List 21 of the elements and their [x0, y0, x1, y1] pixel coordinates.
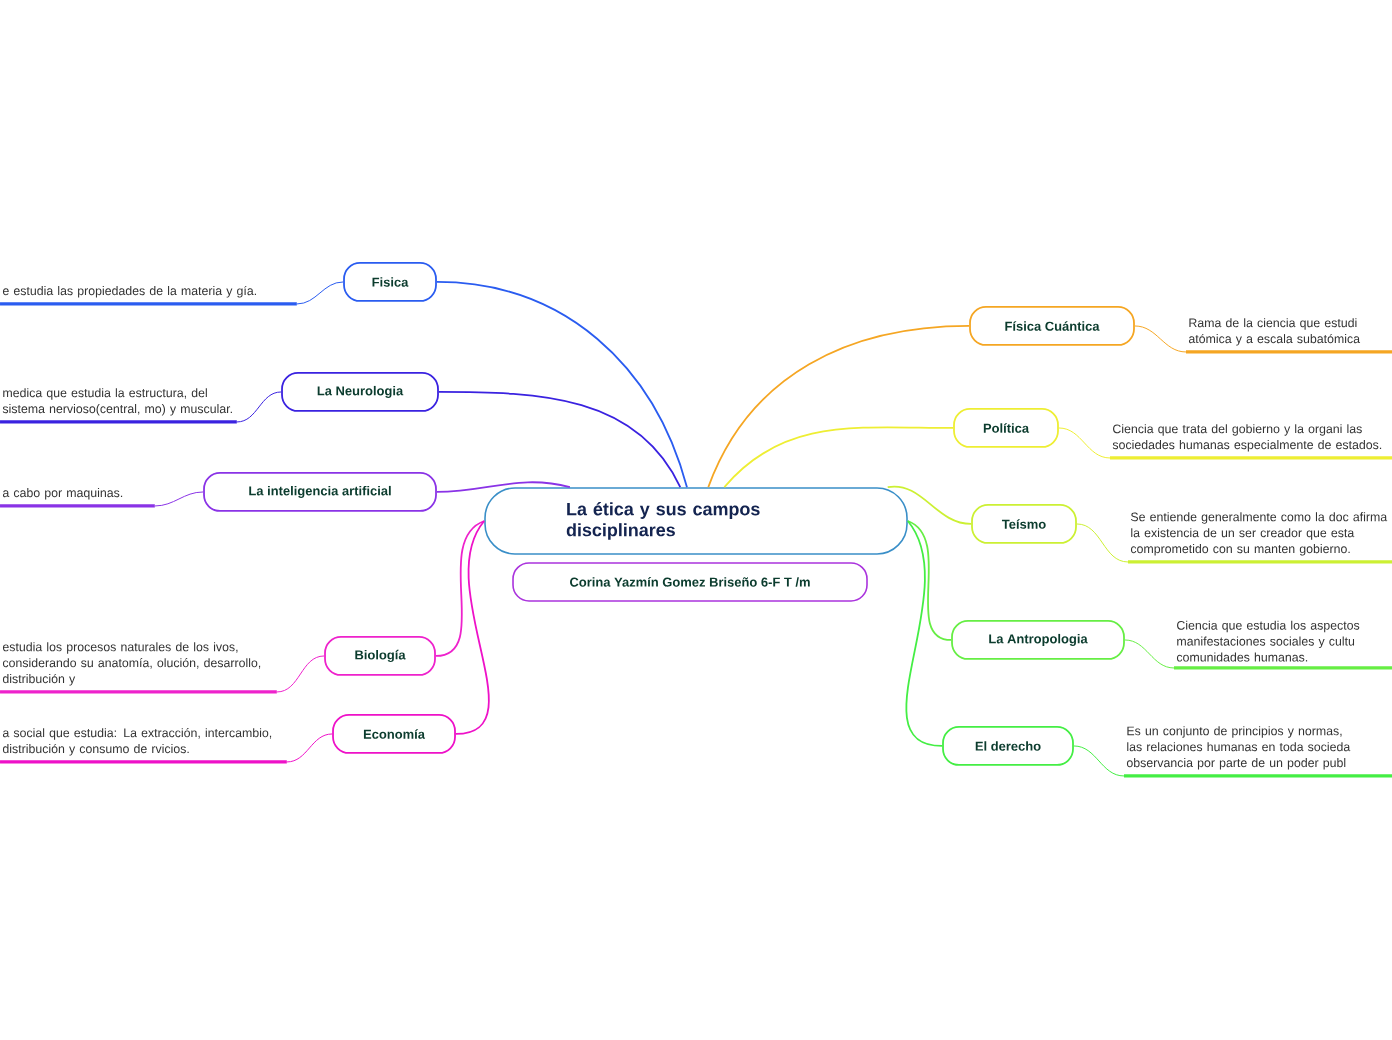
connector	[455, 520, 490, 735]
connector	[1134, 325, 1187, 353]
connector	[436, 481, 571, 493]
connector	[1076, 523, 1129, 563]
connector	[723, 426, 954, 489]
connector	[905, 520, 943, 747]
connector	[154, 491, 204, 507]
connector	[1124, 639, 1175, 669]
connector	[886, 485, 972, 525]
connector	[906, 520, 952, 641]
connector	[1058, 427, 1111, 459]
connector	[296, 281, 344, 305]
connector	[436, 281, 688, 489]
connector	[707, 325, 970, 489]
connector	[435, 520, 486, 657]
connector	[236, 391, 282, 423]
connector	[276, 655, 325, 693]
connector	[286, 733, 333, 763]
connector	[438, 391, 682, 489]
connector	[1073, 745, 1125, 777]
central-topic-box: La ética y sus campos disciplinares	[484, 487, 908, 555]
